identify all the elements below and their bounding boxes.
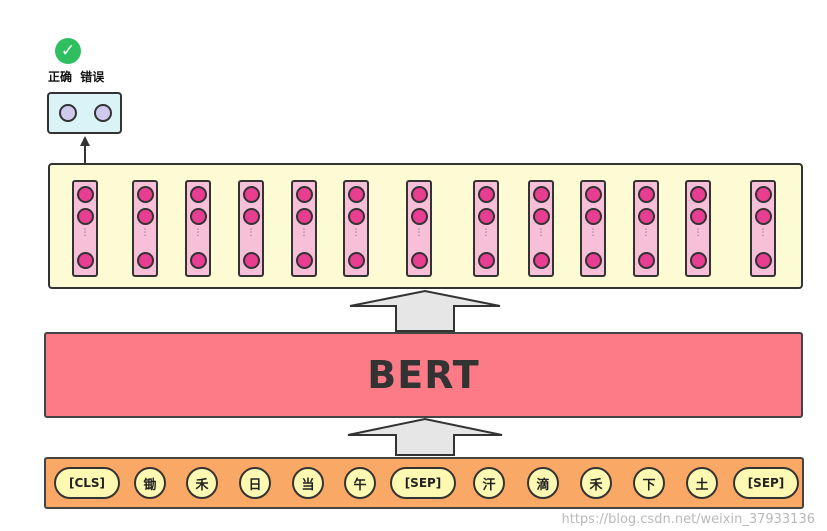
vector-unit (585, 252, 602, 269)
vector-unit (478, 252, 495, 269)
vector-unit (243, 252, 260, 269)
output-vector: ⋮ (132, 180, 158, 277)
vector-unit (348, 208, 365, 225)
ellipsis-icon: ⋮ (299, 228, 309, 238)
vector-unit (638, 208, 655, 225)
output-vector: ⋮ (291, 180, 317, 277)
ellipsis-icon: ⋮ (414, 228, 424, 238)
input-token: 锄 (134, 467, 166, 499)
vector-unit (190, 252, 207, 269)
output-vector: ⋮ (72, 180, 98, 277)
vector-unit (533, 208, 550, 225)
input-token: 禾 (580, 467, 612, 499)
label-correct: 正确 (48, 70, 73, 84)
vector-unit (638, 186, 655, 203)
vector-unit (137, 186, 154, 203)
input-token: [SEP] (733, 467, 799, 499)
vector-unit (411, 252, 428, 269)
output-vector: ⋮ (580, 180, 606, 277)
vector-unit (585, 186, 602, 203)
vector-unit (755, 208, 772, 225)
output-vector: ⋮ (343, 180, 369, 277)
vector-unit (533, 252, 550, 269)
vector-unit (296, 208, 313, 225)
ellipsis-icon: ⋮ (481, 228, 491, 238)
output-vector: ⋮ (406, 180, 432, 277)
vector-unit (137, 208, 154, 225)
output-vector: ⋮ (633, 180, 659, 277)
bert-block: BERT (44, 332, 803, 418)
output-node-correct (59, 104, 77, 122)
input-token: 汗 (473, 467, 505, 499)
vector-unit (348, 252, 365, 269)
bert-label: BERT (367, 353, 480, 397)
check-icon: ✓ (55, 38, 81, 64)
label-wrong: 错误 (80, 70, 105, 84)
output-vector: ⋮ (528, 180, 554, 277)
vector-unit (478, 186, 495, 203)
vector-unit (296, 186, 313, 203)
vector-unit (690, 252, 707, 269)
vector-unit (137, 252, 154, 269)
ellipsis-icon: ⋮ (193, 228, 203, 238)
vector-unit (638, 252, 655, 269)
vector-unit (348, 186, 365, 203)
output-labels: 正确 错误 (48, 68, 108, 85)
input-token: 土 (686, 467, 718, 499)
vector-unit (296, 252, 313, 269)
input-tokens-layer: [CLS]锄禾日当午[SEP]汗滴禾下土[SEP] (44, 457, 804, 509)
ellipsis-icon: ⋮ (588, 228, 598, 238)
input-token: 日 (239, 467, 271, 499)
cls-to-head-arrowhead (80, 136, 90, 146)
vector-unit (77, 208, 94, 225)
output-vector: ⋮ (238, 180, 264, 277)
ellipsis-icon: ⋮ (641, 228, 651, 238)
input-to-bert-arrow (347, 417, 503, 456)
input-token: [SEP] (390, 467, 456, 499)
input-token: 禾 (186, 467, 218, 499)
output-vector: ⋮ (473, 180, 499, 277)
watermark: https://blog.csdn.net/weixin_37933136 (561, 512, 815, 527)
input-token: 当 (292, 467, 324, 499)
bert-to-embedding-arrow (349, 289, 501, 332)
vector-unit (411, 186, 428, 203)
vector-unit (755, 252, 772, 269)
vector-unit (411, 208, 428, 225)
vector-unit (190, 186, 207, 203)
vector-unit (243, 186, 260, 203)
vector-unit (533, 186, 550, 203)
ellipsis-icon: ⋮ (246, 228, 256, 238)
input-token: 下 (633, 467, 665, 499)
input-token: [CLS] (54, 467, 120, 499)
output-head-box (47, 92, 122, 134)
ellipsis-icon: ⋮ (351, 228, 361, 238)
vector-unit (190, 208, 207, 225)
output-vectors-layer: ⋮ ⋮ ⋮ ⋮ ⋮ ⋮ ⋮ ⋮ ⋮ ⋮ ⋮ ⋮ ⋮ (48, 163, 803, 289)
vector-unit (690, 208, 707, 225)
vector-unit (755, 186, 772, 203)
input-token: 午 (344, 467, 376, 499)
vector-unit (243, 208, 260, 225)
vector-unit (77, 186, 94, 203)
ellipsis-icon: ⋮ (693, 228, 703, 238)
vector-unit (77, 252, 94, 269)
output-vector: ⋮ (750, 180, 776, 277)
ellipsis-icon: ⋮ (536, 228, 546, 238)
ellipsis-icon: ⋮ (140, 228, 150, 238)
output-vector: ⋮ (185, 180, 211, 277)
vector-unit (690, 186, 707, 203)
vector-unit (585, 208, 602, 225)
output-node-wrong (94, 104, 112, 122)
ellipsis-icon: ⋮ (758, 228, 768, 238)
ellipsis-icon: ⋮ (80, 228, 90, 238)
input-token: 滴 (527, 467, 559, 499)
vector-unit (478, 208, 495, 225)
output-vector: ⋮ (685, 180, 711, 277)
